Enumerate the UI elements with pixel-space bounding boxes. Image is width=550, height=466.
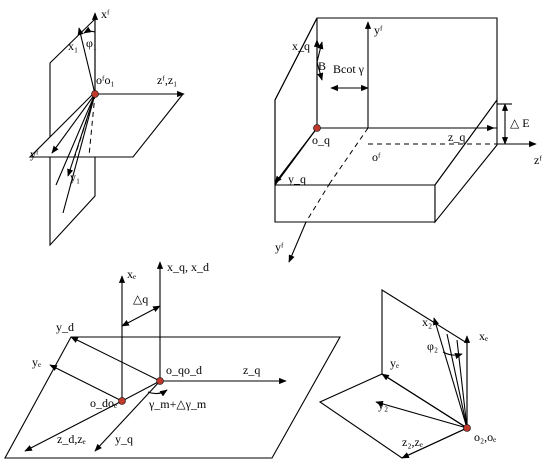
delta-q-dim <box>121 305 161 327</box>
z-d-axis <box>24 400 123 452</box>
origin-dot <box>91 90 99 98</box>
label-y-e: yₑ <box>32 355 41 369</box>
label-x-q: x_q <box>292 39 310 53</box>
label-y-q: y_q <box>288 172 306 186</box>
label-bcot-gamma: Bcot γ <box>333 62 365 76</box>
label-y-d: y_d <box>56 320 74 334</box>
label-b: B <box>318 59 326 73</box>
ray-2 <box>62 93 96 214</box>
label-y-2: y₂ <box>378 398 388 412</box>
origin-dot <box>463 424 471 432</box>
ray-1 <box>446 333 468 429</box>
y-d-axis <box>70 336 161 382</box>
phi-1-arc <box>83 26 96 34</box>
panel-top-right: x_q yᶠ B Bcot γ △ E o_q oᶠ z_q zᶠ y_q yᶠ <box>274 17 542 263</box>
label-x-f: xᶠ <box>101 7 110 21</box>
label-z-2-z-e: z₂,zₑ <box>402 435 423 449</box>
gamma-arc <box>147 389 168 397</box>
y-f-hidden <box>329 127 369 184</box>
origin-dot-d <box>118 397 126 405</box>
label-o-f-o-1: oᶠo₁ <box>96 73 115 87</box>
label-phi-1: φ₁ <box>86 36 97 50</box>
ray-1 <box>55 93 96 186</box>
y-f-axis <box>51 93 96 154</box>
y-1-axis <box>67 93 96 177</box>
label-y-e: yₑ <box>390 356 399 370</box>
label-o-q: o_q <box>312 133 330 147</box>
b-dim-up <box>316 41 324 63</box>
y-e-axis <box>381 373 468 429</box>
label-o-2-o-e: o₂,oₑ <box>474 430 496 444</box>
o-link <box>121 380 161 402</box>
label-x-q-x-d: x_q, x_d <box>167 260 209 274</box>
label-o-d-o-e: o_doₑ <box>90 396 117 410</box>
label-gamma: γ_m+△γ_m <box>148 397 207 411</box>
panel-bottom-left: xₑ x_q, x_d △q y_d yₑ o_qo_d z_q o_doₑ γ… <box>4 260 341 459</box>
y-q-axis <box>274 127 318 184</box>
b-dim <box>316 61 324 81</box>
label-y-q: y_q <box>115 432 133 446</box>
label-y-f-bottom: yᶠ <box>275 240 284 254</box>
label-x-e: xₑ <box>479 329 488 343</box>
hidden-ray-2 <box>88 93 96 157</box>
label-y-f: yᶠ <box>30 147 39 161</box>
y-f-down-hidden <box>305 182 331 223</box>
label-z-f-z-1: zᶠ,z₁ <box>157 73 177 87</box>
panel-bottom-right: x₂ xₑ φ₂ yₑ y₂ z₂,zₑ o₂,oₑ <box>318 289 496 459</box>
x-1-axis <box>77 27 96 95</box>
phi-2-arc <box>442 351 463 359</box>
label-x-1: x₁ <box>68 39 78 53</box>
label-o-q-o-d: o_qo_d <box>166 363 202 377</box>
origin-dot-q <box>156 377 164 385</box>
label-x-e: xₑ <box>127 267 136 281</box>
label-z-d-z-e: z_d,zₑ <box>57 432 86 446</box>
y-2-axis <box>375 400 468 429</box>
label-delta-q: △q <box>133 292 148 306</box>
z-2-axis <box>401 427 468 459</box>
y-f-down <box>288 221 307 263</box>
label-y-1: y₁ <box>70 170 80 184</box>
label-delta-e: △ E <box>510 116 530 130</box>
label-y-f: yᶠ <box>374 23 383 37</box>
label-z-f: zᶠ <box>534 153 542 167</box>
x-2-axis <box>433 317 468 429</box>
label-x-2: x₂ <box>422 315 432 329</box>
label-o-f: oᶠ <box>372 150 381 164</box>
hidden-ray-1 <box>74 93 96 157</box>
label-z-q: z_q <box>448 130 465 144</box>
box-front-face <box>274 184 436 223</box>
panel-top-left: xᶠ φ₁ x₁ oᶠo₁ zᶠ,z₁ yᶠ y₁ <box>28 7 185 247</box>
y-e-axis <box>49 364 123 402</box>
label-z-q: z_q <box>243 363 260 377</box>
label-phi-2: φ₂ <box>427 339 438 353</box>
origin-dot-q <box>313 124 321 132</box>
